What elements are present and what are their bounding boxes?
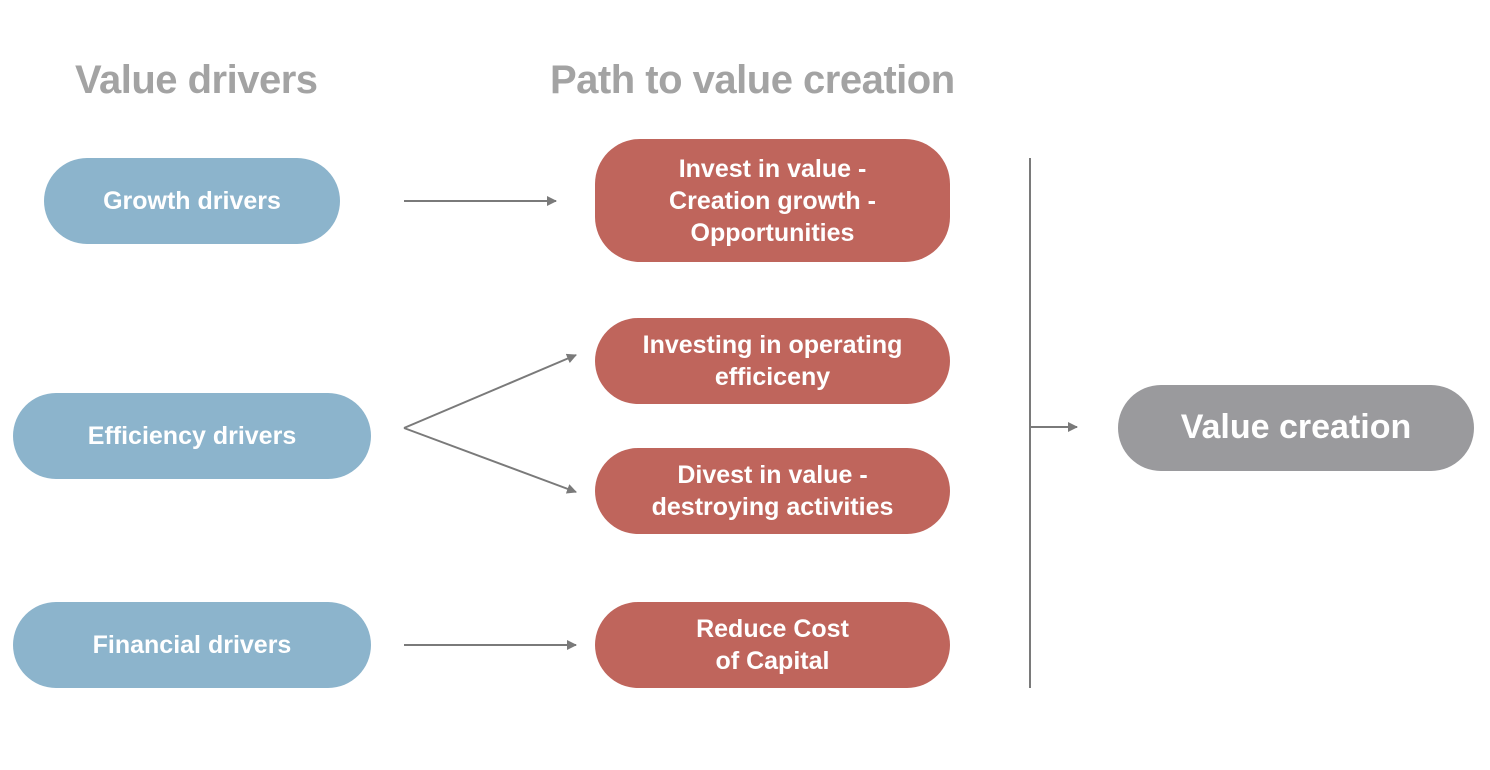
value-drivers-heading: Value drivers bbox=[75, 58, 318, 102]
growth-drivers-node: Growth drivers bbox=[44, 158, 340, 244]
financial-drivers-label: Financial drivers bbox=[92, 631, 292, 659]
path-to-value-creation-heading: Path to value creation bbox=[550, 58, 955, 102]
invest-in-value-label: Invest in value - Creation growth - Oppo… bbox=[669, 154, 876, 247]
arrow-efficiency-to-divest bbox=[403, 427, 577, 494]
growth-drivers-label: Growth drivers bbox=[103, 187, 281, 215]
efficiency-drivers-node: Efficiency drivers bbox=[13, 393, 371, 479]
efficiency-drivers-label: Efficiency drivers bbox=[87, 422, 297, 450]
value-creation-node: Value creation bbox=[1118, 385, 1474, 471]
divest-label: Divest in value - destroying activities bbox=[651, 461, 894, 521]
operating-efficiency-node: Investing in operating efficiceny bbox=[595, 318, 950, 404]
reduce-cost-of-capital-node: Reduce Cost of Capital bbox=[595, 602, 950, 688]
reduce-cost-of-capital-label: Reduce Cost of Capital bbox=[696, 615, 849, 675]
arrow-efficiency-to-operating bbox=[403, 353, 577, 429]
value-creation-label: Value creation bbox=[1180, 408, 1412, 447]
divest-node: Divest in value - destroying activities bbox=[595, 448, 950, 534]
financial-drivers-node: Financial drivers bbox=[13, 602, 371, 688]
operating-efficiency-label: Investing in operating efficiceny bbox=[642, 331, 903, 391]
invest-in-value-node: Invest in value - Creation growth - Oppo… bbox=[595, 139, 950, 262]
